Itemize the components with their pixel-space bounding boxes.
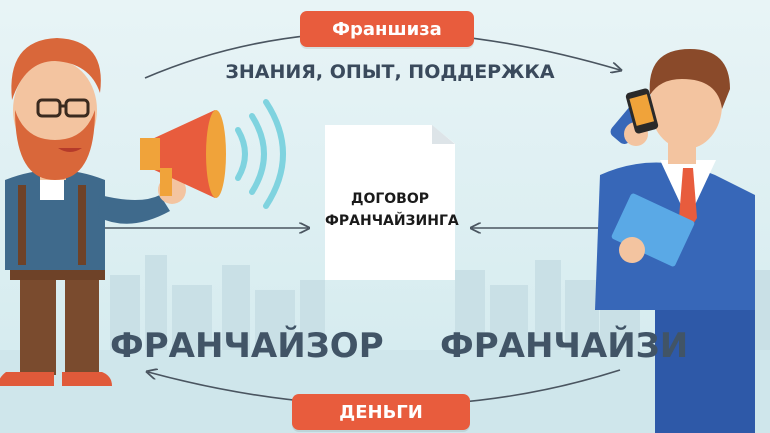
- franchisee-figure: [595, 49, 755, 433]
- sound-waves-icon: [235, 99, 286, 209]
- contract-title-line1: ДОГОВОР: [350, 191, 430, 207]
- megaphone-icon: [140, 110, 226, 198]
- franchise-label: Франшиза: [300, 11, 474, 47]
- contract-title-line2: ФРАНЧАЙЗИНГА: [325, 213, 459, 229]
- money-label: ДЕНЬГИ: [292, 394, 470, 430]
- document-icon: [325, 125, 455, 280]
- contract-title: ДОГОВОР ФРАНЧАЙЗИНГА: [325, 188, 459, 232]
- phone-icon: [625, 88, 659, 134]
- benefits-subtitle: ЗНАНИЯ, ОПЫТ, ПОДДЕРЖКА: [225, 61, 555, 83]
- franchisor-label: ФРАНЧАЙЗОР: [110, 326, 384, 366]
- folder-icon: [611, 193, 695, 267]
- franchisee-label: ФРАНЧАЙЗИ: [440, 326, 689, 366]
- franchisor-figure: [0, 38, 186, 386]
